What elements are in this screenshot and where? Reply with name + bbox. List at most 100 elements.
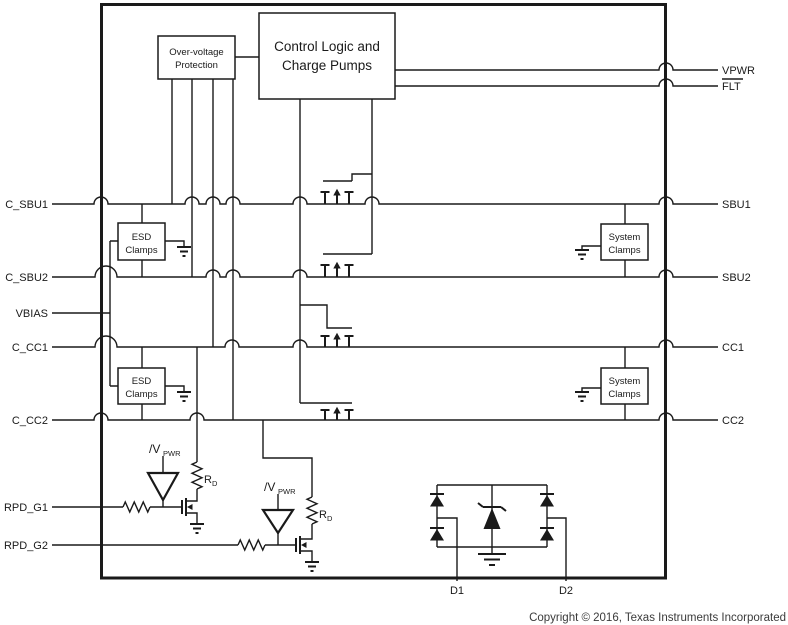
bottom-pin-labels: D1 D2 — [450, 585, 573, 597]
rd2-feed-wire — [262, 420, 313, 497]
resistor-symbol-rd2 — [305, 496, 319, 525]
esd1-label-line1: ESD — [132, 232, 152, 243]
nmos-symbol-cc2 — [320, 406, 354, 420]
signal-lines — [52, 62, 718, 546]
pin-label-c_sbu1: C_SBU1 — [5, 199, 48, 211]
diode-symbol-right-top — [540, 493, 554, 507]
fet2-body-arrow — [301, 542, 307, 548]
zener-diode-symbol — [477, 502, 507, 529]
gate-drive-rail-cc — [299, 99, 352, 404]
sys2-label-line1: System — [609, 376, 641, 387]
vpwr-annotation-2-sub: PWR — [278, 487, 296, 496]
system-clamps-cc-section — [575, 347, 649, 420]
esd1-label-line2: Clamps — [125, 245, 157, 256]
inverter-symbol-2 — [260, 508, 296, 536]
vpwr-annotation-2: /V — [264, 480, 275, 494]
nmos-symbol-g1 — [181, 498, 187, 516]
nmos-symbol-g2 — [295, 536, 301, 554]
right-pin-labels: VPWR FLT SBU1 SBU2 CC1 CC2 — [722, 65, 755, 427]
nmos-symbol-cc1 — [320, 332, 354, 347]
ground-symbol-sys1 — [575, 249, 589, 260]
pin-label-sbu1: SBU1 — [722, 199, 751, 211]
sys2-wires — [581, 347, 626, 420]
vpwr-annotation-1: /V — [149, 442, 160, 456]
diode-symbol-left-top — [430, 493, 444, 507]
gate-drive-rail-sbu — [323, 99, 373, 255]
resistor-symbol-rd1 — [190, 461, 204, 490]
nmos-symbol-sbu1 — [320, 188, 354, 204]
control-logic-block — [258, 12, 396, 100]
ground-symbol-fet1 — [190, 523, 204, 534]
line-vpwr — [395, 62, 718, 71]
rd2-annotation-sub: D — [327, 514, 333, 523]
pin-label-rpd_g2: RPD_G2 — [4, 540, 48, 552]
esd-clamps-2-block — [117, 367, 166, 405]
ground-symbol-bridge — [478, 553, 506, 566]
system-clamps-sbu-section — [575, 204, 649, 277]
esd-clamps-cc-section — [110, 347, 191, 420]
resistor-symbol-g1 — [122, 500, 151, 514]
rd1-annotation-sub: D — [212, 479, 218, 488]
resistor-symbol-g2 — [237, 538, 266, 552]
pin-label-c_cc2: C_CC2 — [12, 415, 48, 427]
line-c_sbu2-sbu2 — [52, 265, 718, 278]
pin-label-d1: D1 — [450, 585, 464, 597]
esd2-label-line1: ESD — [132, 376, 152, 387]
fet2-leads — [300, 524, 313, 562]
system-clamps-2-block — [600, 367, 649, 405]
block-labels: Over-voltage Protection Control Logic an… — [125, 39, 640, 400]
line-c_sbu1-sbu1 — [52, 196, 718, 205]
ground-symbol-esd1 — [177, 246, 191, 257]
pin-label-c_cc1: C_CC1 — [12, 342, 48, 354]
ovp-rails — [171, 79, 234, 420]
left-pin-labels: C_SBU1 C_SBU2 VBIAS C_CC1 C_CC2 RPD_G1 R… — [4, 199, 48, 552]
pin-label-vpwr: VPWR — [722, 65, 755, 77]
pin-label-d2: D2 — [559, 585, 573, 597]
diode-bridge-section — [430, 484, 567, 581]
nmos-symbol-sbu2 — [320, 261, 354, 277]
diode-symbol-left-bottom — [430, 527, 444, 541]
sys1-label-line1: System — [609, 232, 641, 243]
control-logic-label-line1: Control Logic and — [274, 39, 380, 54]
line-c_cc2-cc2 — [52, 412, 718, 421]
pin-label-cc1: CC1 — [722, 342, 744, 354]
esd2-wires — [110, 347, 185, 420]
line-flt — [395, 78, 718, 87]
pass-fets — [320, 188, 354, 420]
sys2-label-line2: Clamps — [608, 389, 640, 400]
ovp-label-line2: Protection — [175, 60, 218, 71]
pin-label-cc2: CC2 — [722, 415, 744, 427]
rd2-annotation: R — [319, 509, 327, 521]
copyright-text: Copyright © 2016, Texas Instruments Inco… — [529, 612, 786, 624]
sys1-label-line2: Clamps — [608, 245, 640, 256]
d1-d2-stubs — [437, 517, 567, 581]
pin-label-vbias: VBIAS — [16, 308, 48, 320]
sys1-wires — [581, 204, 626, 277]
control-logic-section — [258, 12, 396, 404]
esd-clamps-sbu-section — [110, 204, 191, 277]
pin-label-sbu2: SBU2 — [722, 272, 751, 284]
ovp-block — [157, 35, 236, 80]
pin-label-rpd_g1: RPD_G1 — [4, 502, 48, 514]
inline-annotations: /V PWR /V PWR R D R D — [149, 442, 333, 523]
ground-symbol-sys2 — [575, 391, 589, 402]
esd1-wires — [110, 204, 185, 277]
ovp-section — [157, 35, 259, 420]
fet1-leads — [186, 489, 198, 524]
fet1-body-arrow — [187, 504, 193, 510]
chip-boundary — [100, 3, 667, 580]
diode-symbol-right-bottom — [540, 527, 554, 541]
esd-clamps-1-block — [117, 222, 166, 261]
pin-label-c_sbu2: C_SBU2 — [5, 272, 48, 284]
line-c_cc1-cc1 — [52, 335, 718, 348]
rpd-g1-branch — [122, 347, 204, 534]
ground-symbol-esd2 — [177, 391, 191, 402]
esd2-label-line2: Clamps — [125, 389, 157, 400]
system-clamps-1-block — [600, 223, 649, 261]
ovp-label-line1: Over-voltage — [169, 47, 223, 58]
control-logic-label-line2: Charge Pumps — [282, 58, 372, 73]
vpwr-annotation-1-sub: PWR — [163, 449, 181, 458]
pin-label-flt: FLT — [722, 81, 741, 93]
